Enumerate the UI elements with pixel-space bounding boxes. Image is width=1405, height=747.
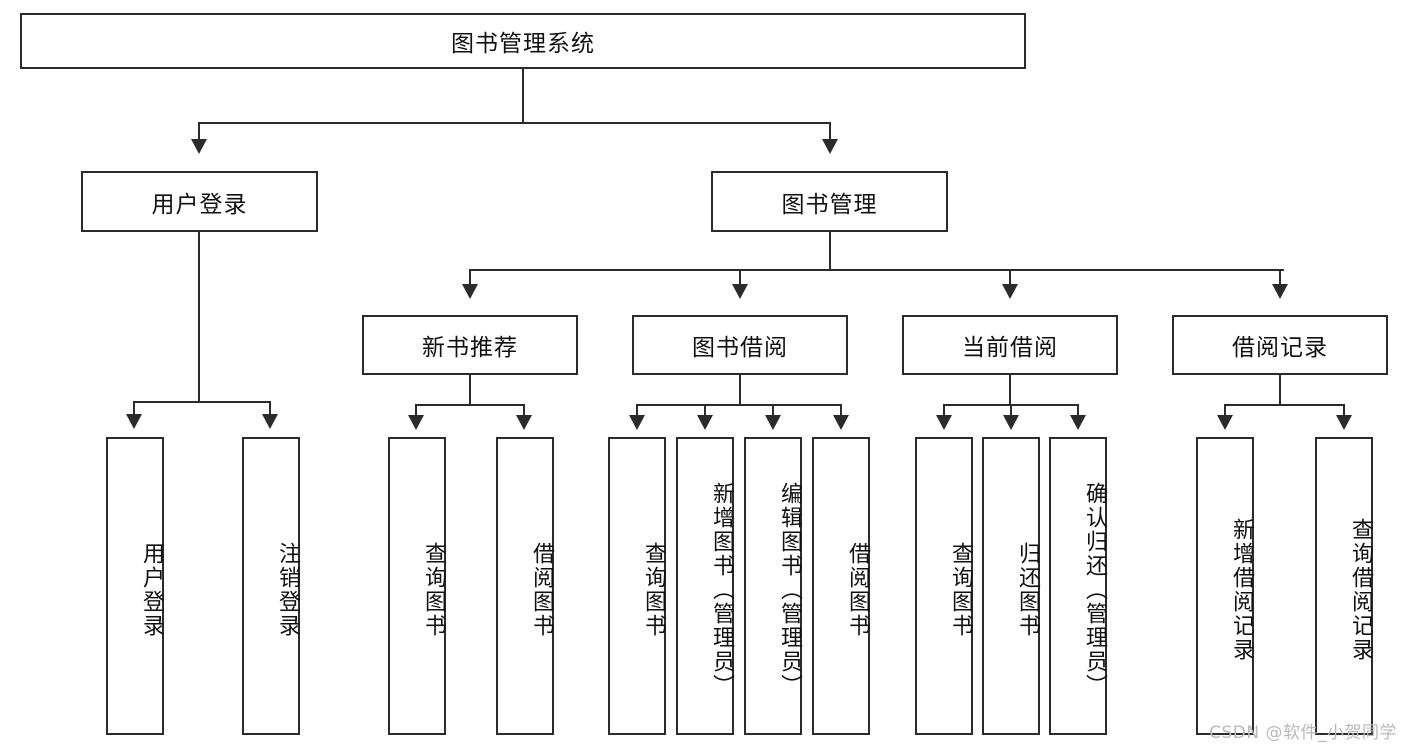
connector-level1-drop-0	[198, 122, 200, 142]
leaf-newbook-borrow-book[interactable]: 借阅图书	[496, 437, 554, 735]
connector-level2-bus	[469, 269, 1284, 271]
node-label: 归还图书	[1015, 542, 1040, 638]
connector-user-login-drop-0	[133, 401, 135, 417]
connector-book-mgmt-stem	[829, 232, 831, 270]
node-label: 图书借阅	[692, 335, 788, 361]
arrowhead-level1-0	[191, 139, 207, 154]
arrowhead-borrowrecord-1	[1336, 415, 1352, 430]
arrowhead-level2-2	[1002, 284, 1018, 299]
leaf-bookborrow-borrow-book[interactable]: 借阅图书	[812, 437, 870, 735]
node-label: 图书管理系统	[451, 31, 595, 57]
connector-newbook-drop-0	[415, 404, 417, 418]
node-label: 新增借阅记录	[1229, 518, 1254, 662]
node-label: 用户登录	[151, 191, 248, 218]
connector-root-stem	[522, 69, 524, 123]
connector-newbook-bus	[415, 404, 524, 406]
arrowhead-bookborrow-1	[697, 415, 713, 430]
node-label: 查询借阅记录	[1348, 518, 1373, 662]
connector-currentborrow-drop-0	[943, 404, 945, 418]
arrowhead-currentborrow-2	[1070, 415, 1086, 430]
connector-user-login-bus	[133, 401, 269, 403]
connector-bookborrow-stem	[739, 375, 741, 405]
arrowhead-borrowrecord-0	[1217, 415, 1233, 430]
node-book-management[interactable]: 图书管理	[711, 171, 948, 232]
leaf-bookborrow-add-book-admin[interactable]: 新增图书（管理员）	[676, 437, 734, 735]
node-label: 新书推荐	[422, 335, 518, 361]
leaf-currentborrow-confirm-return-admin[interactable]: 确认归还（管理员）	[1049, 437, 1107, 735]
connector-borrowrecord-drop-0	[1224, 404, 1226, 418]
leaf-bookborrow-query-book[interactable]: 查询图书	[608, 437, 666, 735]
node-label: 编辑图书（管理员）	[777, 482, 802, 698]
leaf-borrowrecord-query-record[interactable]: 查询借阅记录	[1315, 437, 1373, 735]
node-root-system[interactable]: 图书管理系统	[20, 13, 1026, 69]
connector-level1-drop-1	[829, 122, 831, 142]
connector-borrowrecord-stem	[1279, 375, 1281, 405]
node-label: 借阅记录	[1232, 335, 1328, 361]
node-label: 查询图书	[421, 542, 446, 638]
arrowhead-newbook-0	[408, 415, 424, 430]
connector-bookborrow-drop-1	[704, 404, 706, 418]
arrowhead-user-login-0	[126, 414, 142, 429]
connector-bookborrow-bus	[636, 404, 840, 406]
arrowhead-currentborrow-1	[1003, 415, 1019, 430]
node-label: 确认归还（管理员）	[1082, 482, 1107, 698]
connector-currentborrow-stem	[1009, 375, 1011, 405]
connector-level2-drop-1	[739, 269, 741, 287]
node-label: 借阅图书	[529, 542, 554, 638]
connector-currentborrow-drop-2	[1077, 404, 1079, 418]
node-new-book-recommend[interactable]: 新书推荐	[362, 315, 578, 375]
arrowhead-bookborrow-3	[833, 415, 849, 430]
leaf-currentborrow-query-book[interactable]: 查询图书	[915, 437, 973, 735]
node-user-login[interactable]: 用户登录	[81, 171, 318, 232]
connector-level1-bus	[198, 122, 830, 124]
leaf-borrowrecord-add-record[interactable]: 新增借阅记录	[1196, 437, 1254, 735]
connector-currentborrow-drop-1	[1010, 404, 1012, 418]
node-label: 当前借阅	[962, 335, 1058, 361]
connector-bookborrow-drop-3	[840, 404, 842, 418]
node-label: 查询图书	[641, 542, 666, 638]
node-book-borrow[interactable]: 图书借阅	[632, 315, 848, 375]
node-label: 图书管理	[781, 191, 878, 218]
leaf-user-login-logout[interactable]: 注销登录	[242, 437, 300, 735]
arrowhead-level2-3	[1272, 284, 1288, 299]
arrowhead-bookborrow-2	[765, 415, 781, 430]
leaf-user-login-login[interactable]: 用户登录	[106, 437, 164, 735]
node-borrow-record[interactable]: 借阅记录	[1172, 315, 1388, 375]
node-label: 注销登录	[275, 542, 300, 638]
node-label: 用户登录	[139, 542, 164, 638]
node-label: 新增图书（管理员）	[709, 482, 734, 698]
arrowhead-level2-0	[462, 284, 478, 299]
arrowhead-currentborrow-0	[936, 415, 952, 430]
arrowhead-user-login-1	[262, 414, 278, 429]
arrowhead-level2-1	[732, 284, 748, 299]
node-label: 查询图书	[948, 542, 973, 638]
connector-level2-drop-2	[1009, 269, 1011, 287]
connector-bookborrow-drop-0	[636, 404, 638, 418]
connector-level2-drop-0	[469, 269, 471, 287]
leaf-currentborrow-return-book[interactable]: 归还图书	[982, 437, 1040, 735]
arrowhead-bookborrow-0	[629, 415, 645, 430]
connector-newbook-drop-1	[523, 404, 525, 418]
connector-bookborrow-drop-2	[772, 404, 774, 418]
node-label: 借阅图书	[845, 542, 870, 638]
connector-user-login-stem	[198, 232, 200, 402]
leaf-bookborrow-edit-book-admin[interactable]: 编辑图书（管理员）	[744, 437, 802, 735]
connector-user-login-drop-1	[269, 401, 271, 417]
connector-borrowrecord-drop-1	[1343, 404, 1345, 418]
node-current-borrow[interactable]: 当前借阅	[902, 315, 1118, 375]
connector-borrowrecord-bus	[1224, 404, 1344, 406]
arrowhead-newbook-1	[516, 415, 532, 430]
arrowhead-level1-1	[822, 139, 838, 154]
watermark-text: CSDN @软件_小贺同学	[1209, 723, 1397, 743]
leaf-newbook-query-book[interactable]: 查询图书	[388, 437, 446, 735]
connector-level2-drop-3	[1279, 269, 1281, 287]
connector-newbook-stem	[469, 375, 471, 405]
